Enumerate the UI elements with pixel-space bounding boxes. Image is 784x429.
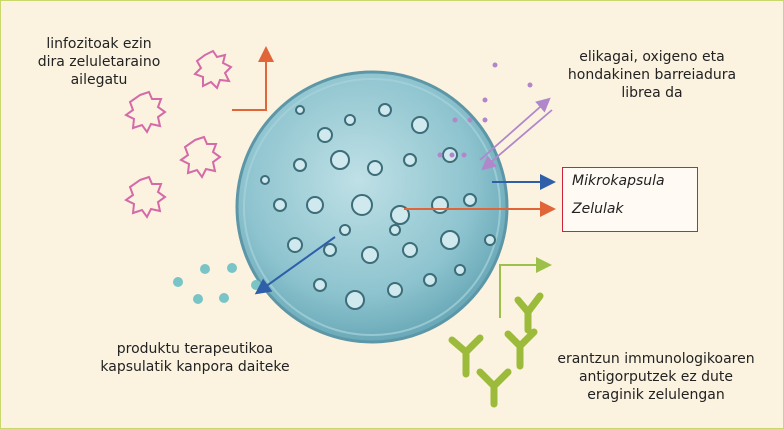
product-note-line-1: produktu terapeutikoa [80, 340, 310, 358]
lymphocyte-note: linfozitoak ezin dira zeluletaraino aile… [24, 35, 174, 89]
product-note: produktu terapeutikoa kapsulatik kanpora… [80, 340, 310, 376]
lymphocyte-note-line-3: ailegatu [24, 71, 174, 89]
legend-capsule: Mikrokapsula [572, 173, 665, 189]
antibody-note-line-1: erantzun immunologikoaren [546, 350, 766, 368]
diffusion-note-line-3: librea da [552, 84, 752, 102]
legend-box: Mikrokapsula Zelulak [562, 167, 698, 232]
antibody-note-line-3: eraginik zelulengan [546, 386, 766, 404]
antibody-note: erantzun immunologikoaren antigorputzek … [546, 350, 766, 404]
diffusion-arrow-out [480, 100, 548, 160]
diffusion-note: elikagai, oxigeno eta hondakinen barreia… [552, 48, 752, 102]
product-note-line-2: kapsulatik kanpora daiteke [80, 358, 310, 376]
diffusion-note-line-2: hondakinen barreiadura [552, 66, 752, 84]
diffusion-arrow-in [484, 110, 552, 168]
diffusion-note-line-1: elikagai, oxigeno eta [552, 48, 752, 66]
legend-cells: Zelulak [572, 201, 624, 217]
antibodies [452, 296, 540, 404]
lymphocyte-note-line-2: dira zeluletaraino [24, 53, 174, 71]
lymphocyte-note-line-1: linfozitoak ezin [24, 35, 174, 53]
therapeutic-product-dots [173, 263, 261, 304]
antibody-note-line-2: antigorputzek ez dute [546, 368, 766, 386]
lymphocyte-blocked-arrow [232, 50, 266, 110]
